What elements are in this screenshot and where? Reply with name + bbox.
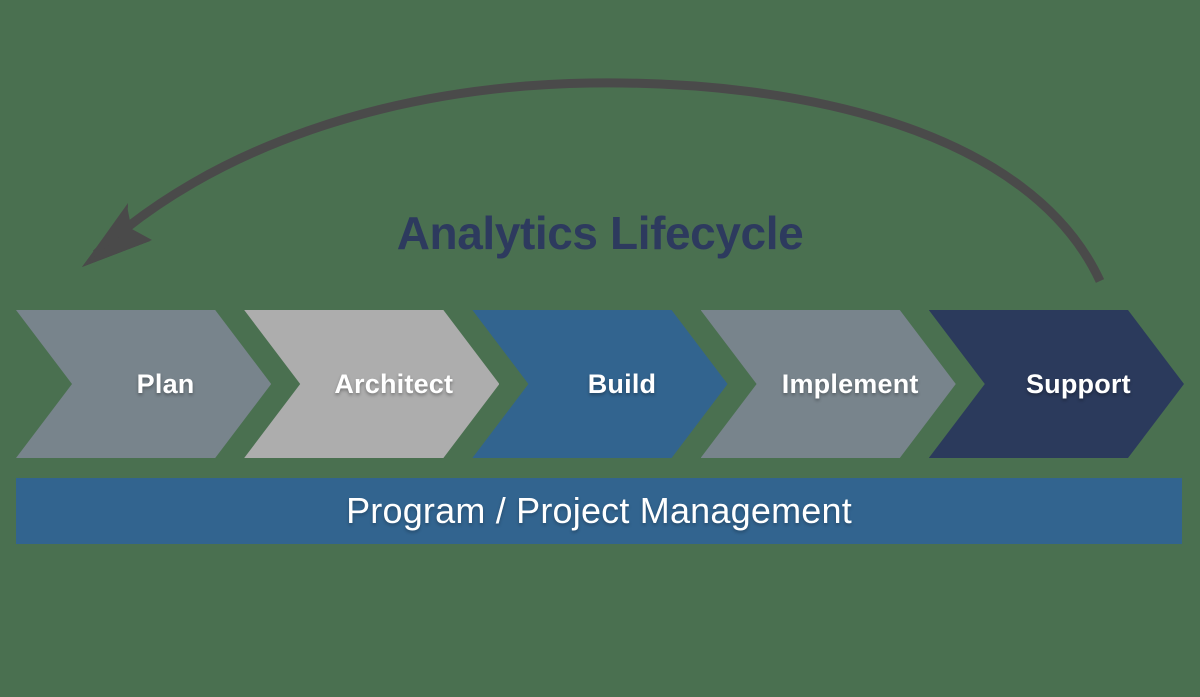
stage-chevron-plan[interactable]: Plan [16,310,271,458]
stage-label: Architect [334,368,454,399]
stage-label: Plan [136,368,195,399]
page-title: Analytics Lifecycle [396,207,804,259]
stage-chevron-support[interactable]: Support [929,310,1184,458]
program-project-management-bar[interactable]: Program / Project Management [16,478,1182,544]
stage-chevron-build[interactable]: Build [472,310,727,458]
stage-chevron-row: Plan Architect Build Implement Support [16,310,1184,458]
stage-chevron-architect[interactable]: Architect [244,310,499,458]
stage-label: Build [587,368,657,399]
stage-label: Implement [781,368,919,399]
program-project-management-label: Program / Project Management [346,490,852,531]
stage-label: Support [1025,368,1131,399]
stage-chevron-implement[interactable]: Implement [701,310,956,458]
